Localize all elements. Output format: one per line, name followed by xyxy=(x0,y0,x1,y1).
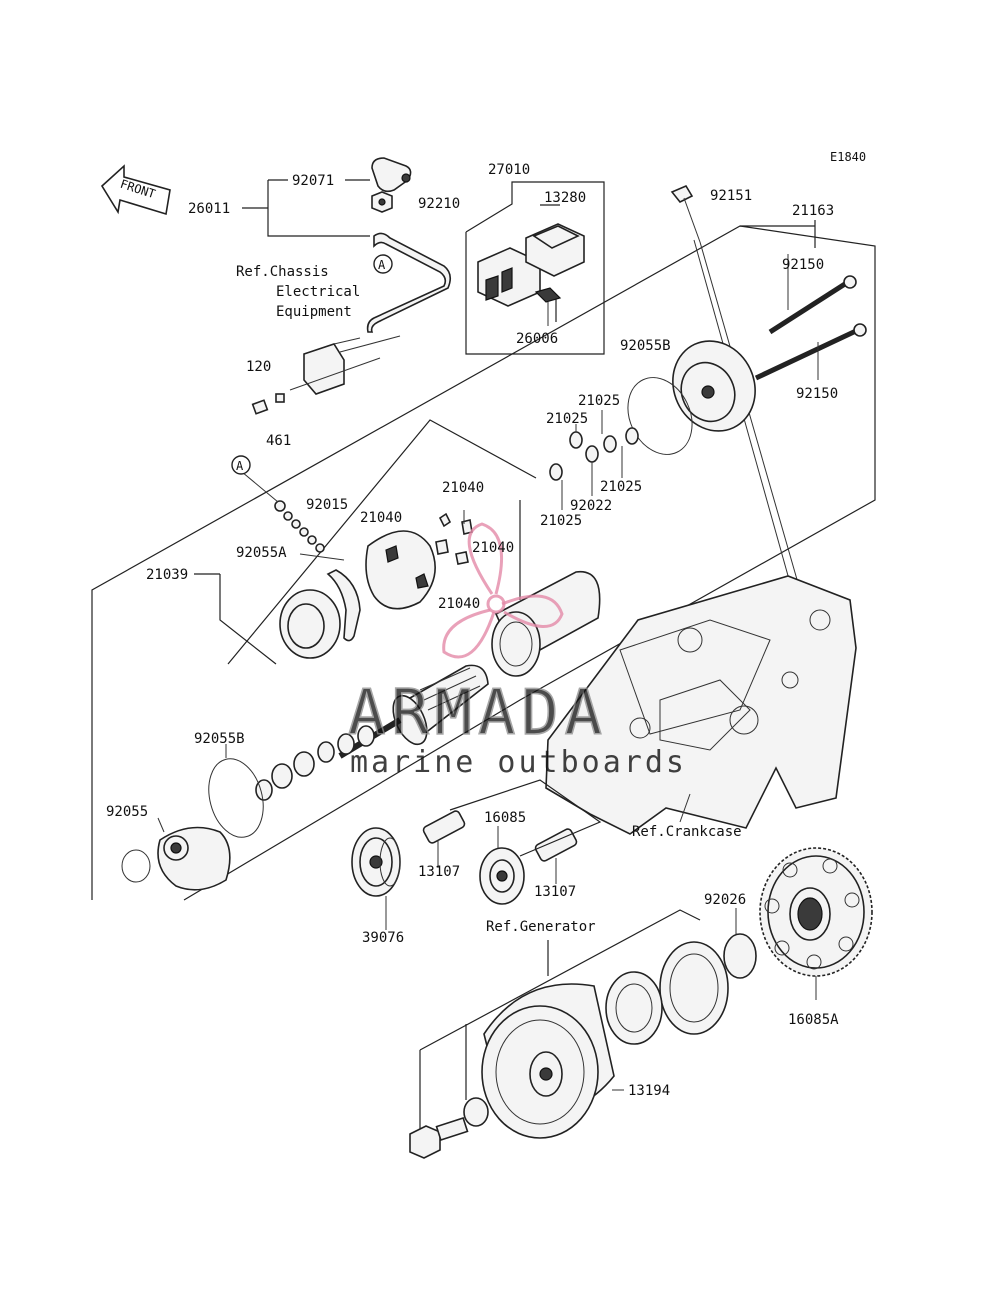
shaft-13107-b xyxy=(534,828,578,884)
label-92055: 92055 xyxy=(106,804,148,820)
ref-chassis-1: Ref.Chassis xyxy=(236,264,329,280)
springs xyxy=(241,471,345,561)
ref-generator: Ref.Generator xyxy=(486,919,596,935)
label-21040-a: 21040 xyxy=(442,480,484,496)
rotor-bolt xyxy=(409,1117,469,1159)
washer-92026 xyxy=(723,933,757,979)
ref-crankcase: Ref.Crankcase xyxy=(632,824,742,840)
idle-gear-39076 xyxy=(351,827,401,897)
o-ring-92055 xyxy=(121,849,151,883)
label-26006: 26006 xyxy=(516,331,558,347)
starter-end-cover xyxy=(627,340,756,455)
label-92015: 92015 xyxy=(306,497,348,513)
o-ring-lower xyxy=(208,758,264,838)
label-13107-b: 13107 xyxy=(534,884,576,900)
label-92055b-top: 92055B xyxy=(620,338,671,354)
label-92150-b: 92150 xyxy=(796,386,838,402)
label-92055a: 92055A xyxy=(236,545,287,561)
relay-cover-13280 xyxy=(525,223,585,277)
label-120: 120 xyxy=(246,359,271,375)
label-21025-d: 21025 xyxy=(540,513,582,529)
through-bolts-92150 xyxy=(754,254,867,381)
plug-cap xyxy=(371,157,412,193)
washer-stack xyxy=(549,410,639,510)
fuse-26006 xyxy=(534,287,562,303)
label-92022: 92022 xyxy=(570,498,612,514)
label-92071: 92071 xyxy=(292,173,334,189)
callout-a-top: A xyxy=(378,258,386,272)
one-way-clutch xyxy=(659,941,729,1035)
label-21025-b: 21025 xyxy=(546,411,588,427)
brush-plate xyxy=(365,510,473,610)
propeller-logo-icon xyxy=(442,522,564,659)
starter-cable xyxy=(366,232,452,333)
shim-stack-lower xyxy=(255,725,375,801)
diagram-code: E1840 xyxy=(830,150,866,164)
label-92210: 92210 xyxy=(418,196,460,212)
label-92055b-low: 92055B xyxy=(194,731,245,747)
chassis-bracket xyxy=(251,335,401,415)
label-16085: 16085 xyxy=(484,810,526,826)
label-21040-d: 21040 xyxy=(438,596,480,612)
watermark: ARMADA marine outboards xyxy=(347,522,687,780)
generator-callout-lines xyxy=(419,909,701,1130)
starter-relay xyxy=(477,247,541,307)
generator-rotor xyxy=(481,983,615,1139)
brush-holder-ring xyxy=(279,569,361,659)
assembly-callout-lines xyxy=(91,220,876,901)
label-21040-b: 21040 xyxy=(360,510,402,526)
front-arrow-icon: FRONT xyxy=(100,164,171,216)
label-92150-a: 92150 xyxy=(782,257,824,273)
label-13107-a: 13107 xyxy=(418,864,460,880)
label-27010: 27010 xyxy=(488,162,530,178)
ref-chassis-3: Equipment xyxy=(276,304,352,320)
starter-front-cover xyxy=(157,826,231,891)
label-26011: 26011 xyxy=(188,201,230,217)
crankcase xyxy=(545,575,857,835)
nut-92210 xyxy=(371,191,393,213)
label-16085a: 16085A xyxy=(788,1012,839,1028)
starter-yoke xyxy=(491,570,601,677)
label-21039: 21039 xyxy=(146,567,188,583)
label-13194: 13194 xyxy=(628,1083,670,1099)
label-461: 461 xyxy=(266,433,291,449)
label-13280: 13280 xyxy=(544,190,586,206)
starter-clutch-gear xyxy=(759,847,873,977)
label-39076: 39076 xyxy=(362,930,404,946)
rotor-washer xyxy=(463,1097,489,1127)
gear-16085 xyxy=(479,847,525,905)
clutch-hub xyxy=(605,971,663,1045)
callout-circle-a-top xyxy=(373,254,393,274)
label-21025-a: 21025 xyxy=(578,393,620,409)
label-21163: 21163 xyxy=(792,203,834,219)
watermark-brand: ARMADA xyxy=(348,676,608,749)
callout-a-mid: A xyxy=(236,459,244,473)
watermark-tagline: marine outboards xyxy=(350,745,687,780)
label-92151: 92151 xyxy=(710,188,752,204)
shaft-13107-a xyxy=(422,810,466,868)
callout-circle-a-mid xyxy=(231,455,251,475)
label-21025-c: 21025 xyxy=(600,479,642,495)
label-21040-c: 21040 xyxy=(472,540,514,556)
label-92026: 92026 xyxy=(704,892,746,908)
ref-chassis-2: Electrical xyxy=(276,284,360,300)
